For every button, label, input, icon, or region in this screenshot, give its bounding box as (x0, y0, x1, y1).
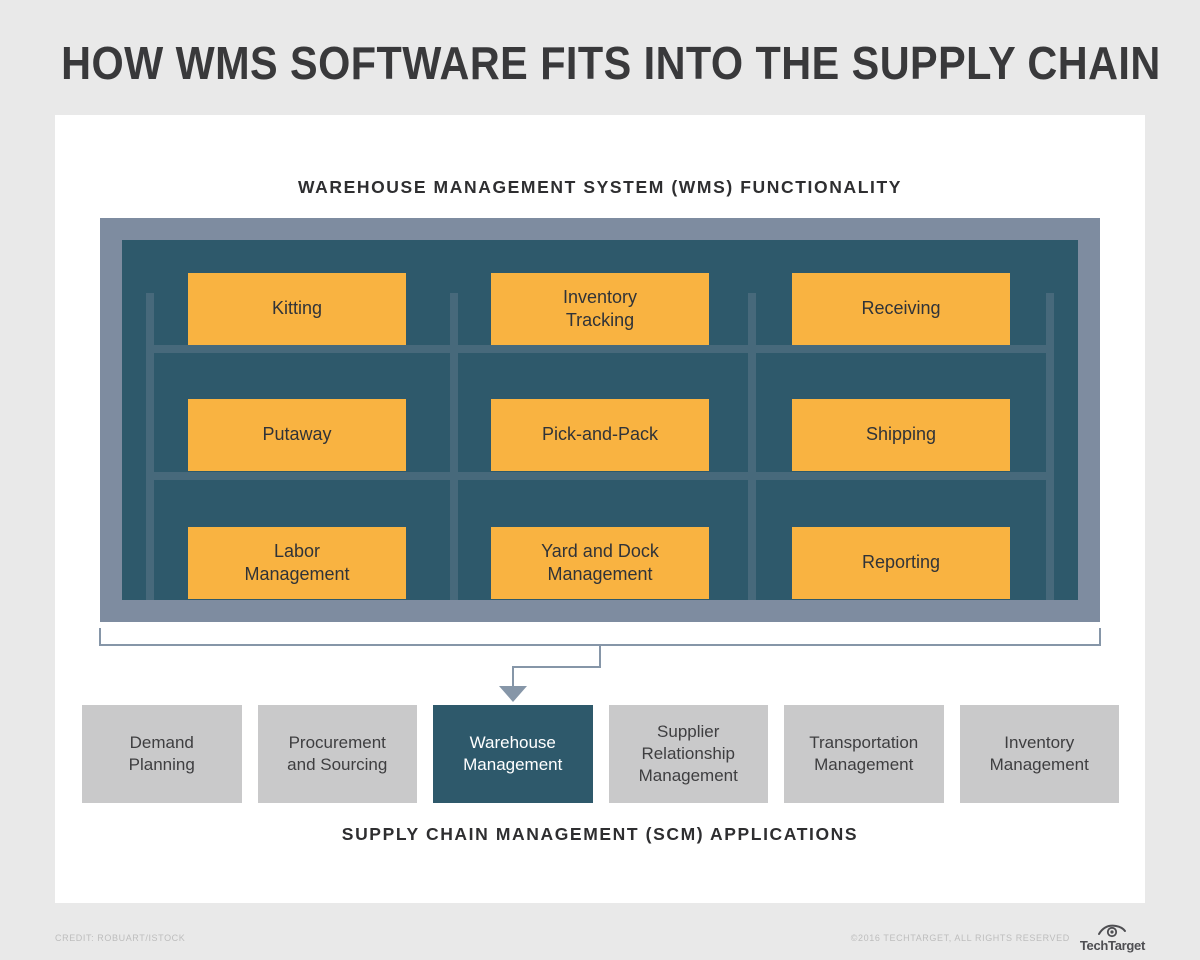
wms-cell-receiving: Receiving (792, 273, 1010, 345)
scm-app-inventory-management: Inventory Management (959, 705, 1119, 803)
wms-cell-pick-and-pack: Pick-and-Pack (491, 399, 709, 471)
credit-text: CREDIT: ROBUART/ISTOCK (55, 933, 186, 943)
scm-app-demand-planning: Demand Planning (82, 705, 242, 803)
wms-cell-shipping: Shipping (792, 399, 1010, 471)
wms-cell-labor-management: Labor Management (188, 527, 406, 599)
rack-post-icon (1046, 293, 1054, 600)
scm-app-supplier-relationship-management: Supplier Relationship Management (608, 705, 768, 803)
wms-cell-reporting: Reporting (792, 527, 1010, 599)
rack-shelf-icon (146, 345, 1054, 353)
eye-icon (1098, 924, 1127, 938)
warehouse-rack-background: Kitting Inventory Tracking Receiving Put… (122, 240, 1078, 600)
scm-app-warehouse-management: Warehouse Management (433, 705, 593, 803)
scm-app-procurement-and-sourcing: Procurement and Sourcing (257, 705, 417, 803)
wms-cell-kitting: Kitting (188, 273, 406, 345)
rack-post-icon (146, 293, 154, 600)
page-title: HOW WMS SOFTWARE FITS INTO THE SUPPLY CH… (61, 37, 1161, 89)
footer: CREDIT: ROBUART/ISTOCK ©2016 TECHTARGET,… (55, 912, 1145, 952)
brand-text: TechTarget (1079, 938, 1145, 953)
content-card: WAREHOUSE MANAGEMENT SYSTEM (WMS) FUNCTI… (55, 115, 1145, 903)
rack-shelf-icon (146, 472, 1054, 480)
rack-post-icon (748, 293, 756, 600)
wms-functionality-box: Kitting Inventory Tracking Receiving Put… (100, 218, 1100, 622)
rack-post-icon (450, 293, 458, 600)
scm-applications-caption: SUPPLY CHAIN MANAGEMENT (SCM) APPLICATIO… (341, 824, 859, 844)
scm-applications-row: Demand Planning Procurement and Sourcing… (82, 705, 1119, 803)
copyright-text: ©2016 TECHTARGET, ALL RIGHTS RESERVED (850, 933, 1070, 943)
wms-cell-inventory-tracking: Inventory Tracking (491, 273, 709, 345)
techtarget-logo: TechTarget (1080, 922, 1145, 952)
wms-cell-yard-dock-management: Yard and Dock Management (491, 527, 709, 599)
arrow-down-icon (499, 686, 527, 702)
footer-right: ©2016 TECHTARGET, ALL RIGHTS RESERVED Te… (851, 922, 1145, 952)
page-title-row: HOW WMS SOFTWARE FITS INTO THE SUPPLY CH… (0, 36, 1200, 90)
wms-cell-putaway: Putaway (188, 399, 406, 471)
wms-functionality-heading: WAREHOUSE MANAGEMENT SYSTEM (WMS) FUNCTI… (297, 177, 903, 197)
scm-app-transportation-management: Transportation Management (784, 705, 944, 803)
